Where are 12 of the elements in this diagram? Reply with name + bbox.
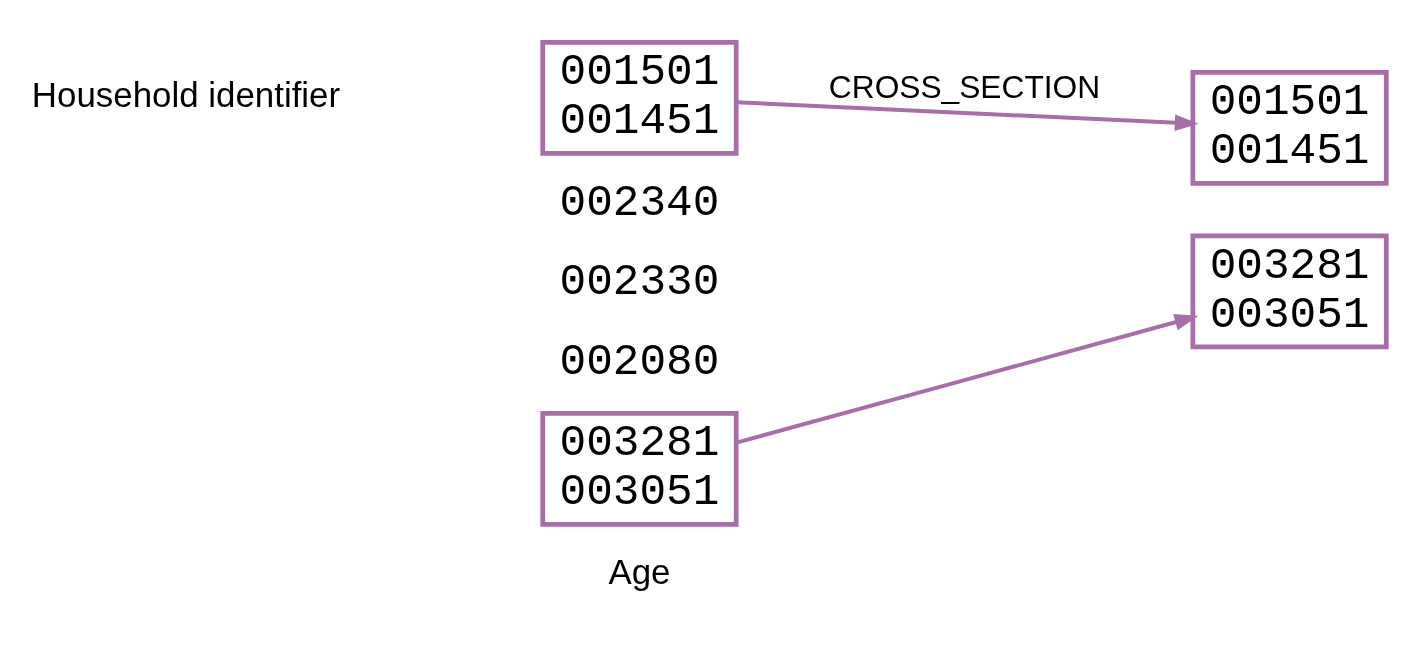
arrow	[736, 100, 1199, 132]
label: 002080	[559, 336, 720, 387]
label: Age	[608, 552, 671, 591]
label: Household identifier	[31, 74, 341, 114]
label: 002330	[559, 257, 720, 308]
edge-label: CROSS_SECTION	[828, 68, 1101, 105]
node-box: 001501 001451	[540, 39, 739, 156]
node-box: 003281 003051	[1190, 233, 1389, 350]
node-box: 001501 001451	[1190, 70, 1389, 186]
arrow	[735, 314, 1199, 445]
label: 002340	[559, 178, 720, 229]
node-box: 003281 003051	[540, 411, 739, 527]
